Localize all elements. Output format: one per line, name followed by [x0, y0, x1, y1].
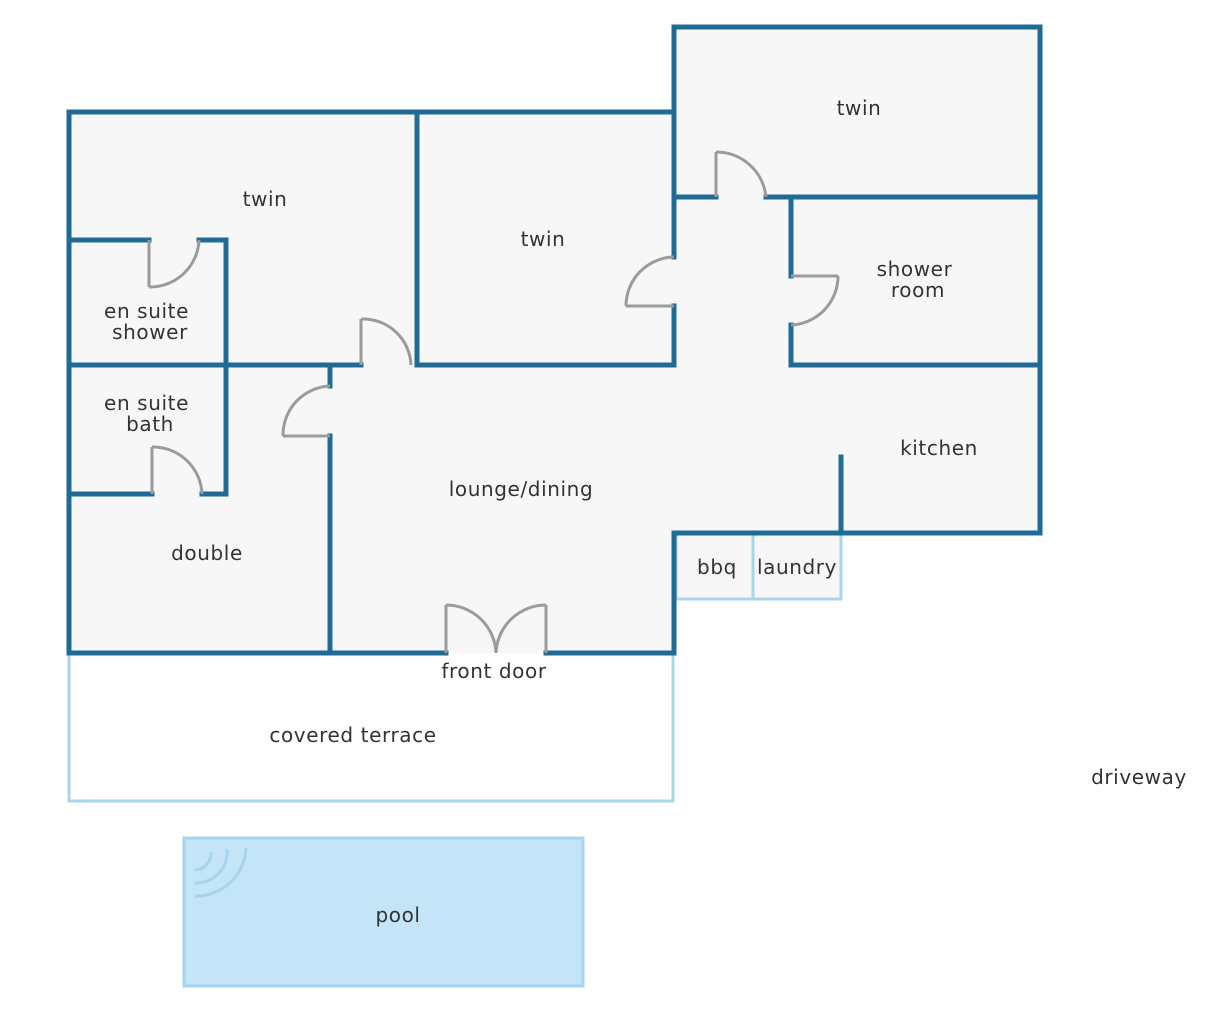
label-lounge-dining: lounge/dining — [449, 477, 594, 501]
door-shower-room — [790, 274, 840, 327]
label-driveway: driveway — [1091, 765, 1187, 789]
label-shower-room: shower room — [877, 257, 960, 302]
floor-fills — [69, 27, 1040, 653]
label-kitchen: kitchen — [900, 436, 978, 460]
main-floor — [69, 112, 674, 653]
door-en-suite-shower — [147, 239, 201, 289]
label-en-suite-shower-line2: shower — [112, 320, 188, 344]
label-en-suite-shower-line1: en suite — [104, 299, 189, 323]
label-laundry: laundry — [757, 555, 837, 579]
pool-steps-icon — [194, 847, 248, 898]
top-right-floor — [674, 27, 1040, 533]
label-en-suite-bath: en suite bath — [104, 391, 196, 436]
labels: twin twin twin en suite shower en suite … — [104, 96, 1187, 927]
label-twin-left: twin — [243, 187, 288, 211]
label-twin-top-right: twin — [837, 96, 882, 120]
label-pool: pool — [375, 903, 420, 927]
label-en-suite-shower: en suite shower — [104, 299, 196, 344]
door-en-suite-bath — [150, 445, 204, 495]
door-middle-twin — [624, 255, 675, 308]
label-twin-middle: twin — [521, 227, 566, 251]
label-en-suite-bath-line2: bath — [126, 412, 174, 436]
utility-floor — [674, 533, 841, 600]
pool-basin — [182, 836, 585, 988]
label-covered-terrace: covered terrace — [269, 723, 436, 747]
label-double: double — [171, 541, 243, 565]
doors — [147, 150, 840, 654]
label-shower-room-line2: room — [891, 278, 945, 302]
door-double — [281, 384, 331, 438]
walls — [66, 24, 1043, 656]
pool — [182, 836, 585, 988]
door-top-right-twin — [714, 150, 768, 198]
label-front-door: front door — [441, 659, 547, 683]
label-shower-room-line1: shower — [877, 257, 953, 281]
label-bbq: bbq — [697, 555, 737, 579]
door-front — [444, 603, 548, 654]
label-en-suite-bath-line1: en suite — [104, 391, 189, 415]
door-left-twin — [359, 317, 413, 366]
covered-terrace-outline — [67, 653, 675, 803]
